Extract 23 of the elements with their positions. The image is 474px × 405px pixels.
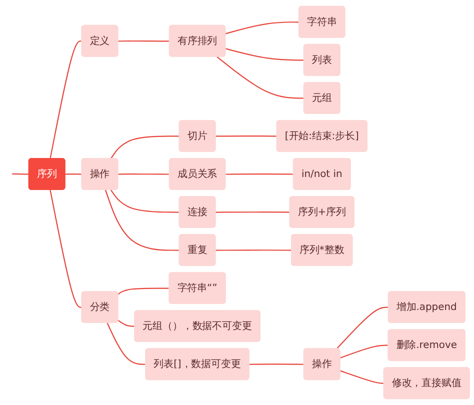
connector xyxy=(118,288,170,295)
connector xyxy=(340,370,384,384)
connector xyxy=(118,320,135,327)
connector xyxy=(216,56,304,99)
connector xyxy=(336,306,388,350)
connector xyxy=(110,190,180,213)
connector xyxy=(50,40,82,159)
connector xyxy=(104,190,180,251)
connector xyxy=(340,344,388,358)
connector xyxy=(118,40,170,42)
connector xyxy=(226,174,294,175)
connector xyxy=(110,136,180,159)
connector xyxy=(216,212,290,213)
connector xyxy=(12,173,29,175)
connector xyxy=(216,136,277,137)
connector xyxy=(216,250,292,251)
connector xyxy=(226,48,304,61)
connector xyxy=(65,174,82,175)
connector xyxy=(249,364,304,365)
connector xyxy=(226,22,299,34)
connector xyxy=(50,190,82,308)
connector xyxy=(106,322,146,365)
connector xyxy=(118,174,170,175)
